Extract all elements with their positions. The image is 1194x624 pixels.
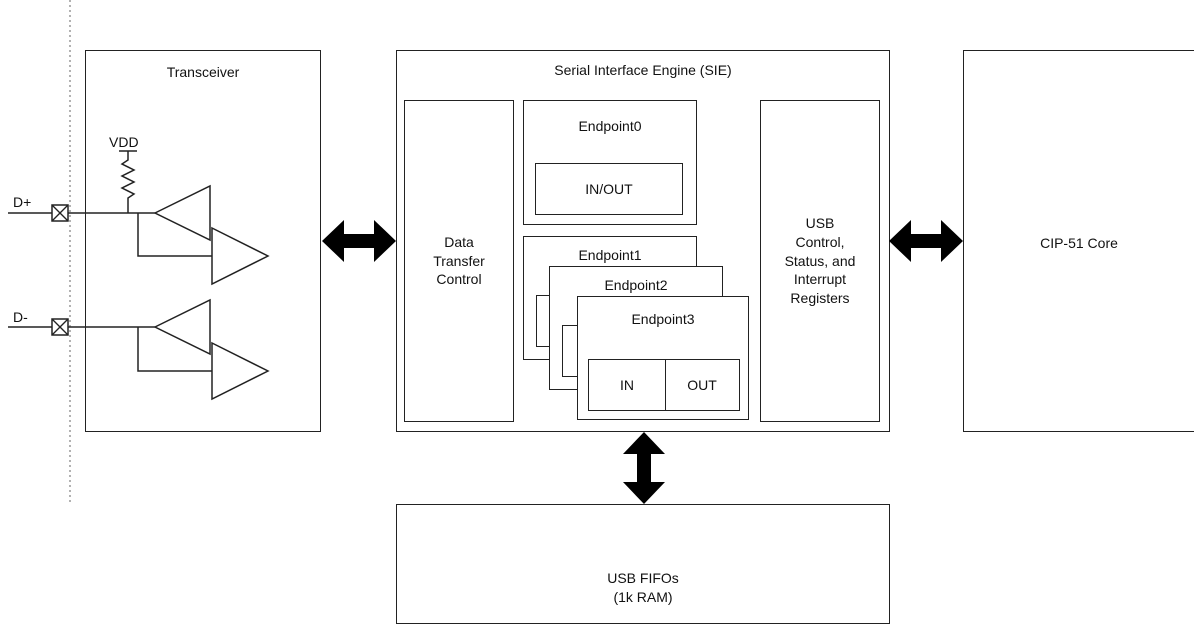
transceiver-block: Transceiver xyxy=(85,50,321,432)
dplus-label: D+ xyxy=(13,194,32,210)
cip51-core-label: CIP-51 Core xyxy=(1040,235,1118,251)
usb-control-block: USB Control, Status, and Interrupt Regis… xyxy=(760,100,880,422)
double-arrow-icon xyxy=(889,220,963,262)
endpoint3-title: Endpoint3 xyxy=(631,311,695,327)
endpoint0-inout-buffer: IN/OUT xyxy=(535,163,683,215)
endpoint0-inout-label: IN/OUT xyxy=(585,181,633,197)
endpoint3-out-label: OUT xyxy=(687,377,717,393)
endpoint3-in-cell: IN xyxy=(589,360,666,410)
endpoint0-title: Endpoint0 xyxy=(578,118,642,134)
double-arrow-icon xyxy=(322,220,396,262)
endpoint1-title: Endpoint1 xyxy=(578,247,642,263)
usb-fifo-block: USB FIFOs (1k RAM) xyxy=(396,504,890,624)
endpoint3-buffer: IN OUT xyxy=(588,359,740,411)
endpoint2-title: Endpoint2 xyxy=(604,277,668,293)
transceiver-title: Transceiver xyxy=(166,64,240,80)
pin-x-icon xyxy=(51,204,69,222)
endpoint3-out-cell: OUT xyxy=(665,360,739,410)
data-transfer-control-label: Data Transfer Control xyxy=(433,233,485,288)
cip51-core-block: CIP-51 Core xyxy=(963,50,1194,432)
usb-control-label: USB Control, Status, and Interrupt Regis… xyxy=(784,214,856,307)
data-transfer-control-block: Data Transfer Control xyxy=(404,100,514,422)
endpoint3-in-label: IN xyxy=(620,377,634,393)
usb-fifo-label: USB FIFOs (1k RAM) xyxy=(607,570,679,605)
endpoint0-block: Endpoint0 IN/OUT xyxy=(523,100,697,225)
vdd-label: VDD xyxy=(109,134,139,150)
pin-x-icon xyxy=(51,318,69,336)
dminus-label: D- xyxy=(13,309,28,325)
double-arrow-icon xyxy=(623,432,665,504)
sie-title: Serial Interface Engine (SIE) xyxy=(554,62,732,78)
endpoint3-block: Endpoint3 IN OUT xyxy=(577,296,749,420)
